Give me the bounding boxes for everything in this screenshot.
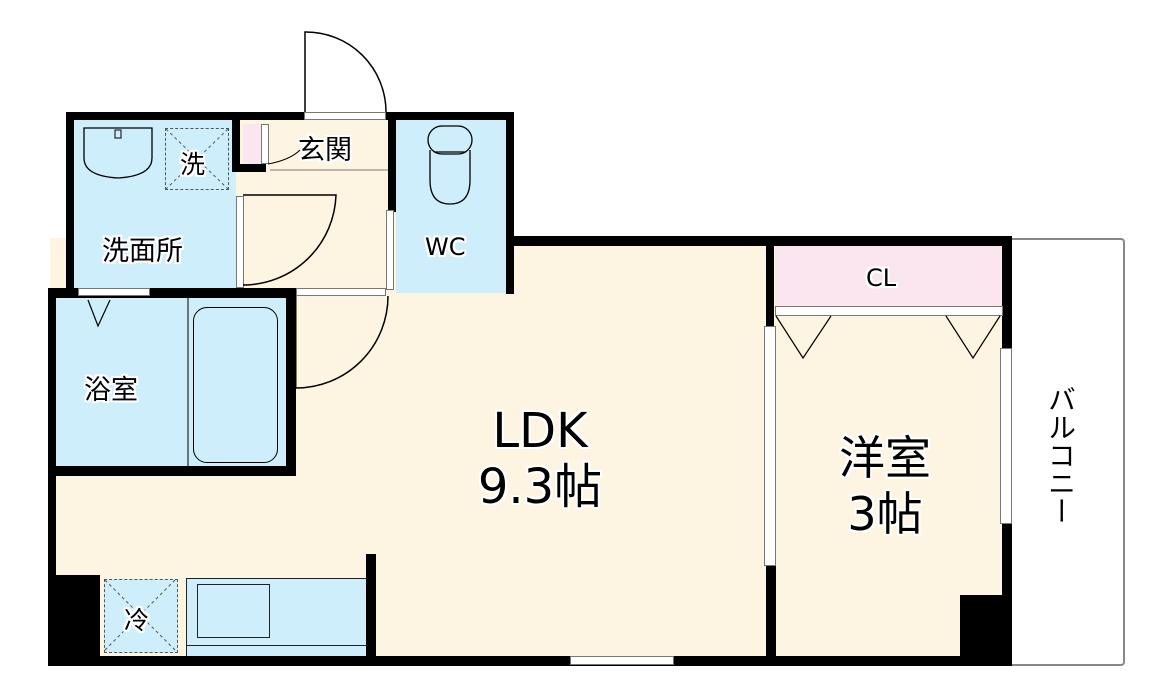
wall <box>48 288 56 664</box>
sliding-door <box>764 326 776 566</box>
wall <box>48 575 100 665</box>
toilet-door-opening <box>386 210 394 290</box>
wall <box>506 236 1012 246</box>
washing-machine-spot <box>165 128 229 190</box>
ldk-label: LDK 9.3帖 <box>455 403 625 515</box>
washroom-label: 洗面所 <box>102 236 183 267</box>
western-room-name: 洋室 <box>839 431 931 485</box>
wall <box>66 112 74 294</box>
wall <box>48 466 296 476</box>
fridge-label: 冷 <box>124 606 150 635</box>
ldk-door-opening <box>296 288 386 296</box>
wall <box>232 164 266 172</box>
wall <box>506 112 514 294</box>
kitchen-sink <box>197 584 270 638</box>
wall <box>66 112 306 120</box>
bathtub-icon <box>193 307 278 463</box>
wall <box>766 236 774 326</box>
wall <box>766 565 776 665</box>
closet-area <box>775 245 1003 307</box>
shoe-closet-edge <box>261 124 269 164</box>
wall <box>286 288 296 474</box>
shoe-closet <box>243 124 261 164</box>
washroom-entrance-opening <box>236 196 244 288</box>
wall <box>366 554 376 664</box>
closet-label: CL <box>866 264 897 292</box>
wall <box>386 112 514 120</box>
ldk-name: LDK <box>492 403 588 459</box>
washroom-door-opening <box>78 288 150 296</box>
wall <box>1002 523 1012 665</box>
western-room-label: 洋室 3帖 <box>815 430 955 542</box>
toilet-label: WC <box>425 233 466 261</box>
washer-label: 洗 <box>180 150 206 179</box>
western-room-size: 3帖 <box>847 487 923 541</box>
wall <box>1002 236 1012 348</box>
bathroom-area <box>50 293 290 473</box>
toilet-icon <box>427 125 473 205</box>
ldk-size: 9.3帖 <box>477 459 603 515</box>
bathroom-label: 浴室 <box>84 375 138 406</box>
window-balcony <box>1000 348 1012 524</box>
window-ldk <box>570 656 674 665</box>
kitchen-counter-edge <box>186 645 366 646</box>
washroom-area <box>70 118 236 293</box>
fridge-spot <box>104 579 178 653</box>
balcony-label: バルコニー <box>1044 385 1077 525</box>
entrance-label: 玄関 <box>298 135 352 166</box>
closet-door-track <box>775 306 1003 316</box>
wall <box>388 112 396 212</box>
washbasin-icon <box>83 127 153 179</box>
wall <box>232 112 240 172</box>
wall <box>48 656 1012 666</box>
toilet-area <box>396 118 508 293</box>
balcony-outline <box>1010 238 1125 666</box>
front-door-opening <box>304 112 386 120</box>
wall <box>48 288 294 298</box>
pillar <box>960 595 1012 665</box>
